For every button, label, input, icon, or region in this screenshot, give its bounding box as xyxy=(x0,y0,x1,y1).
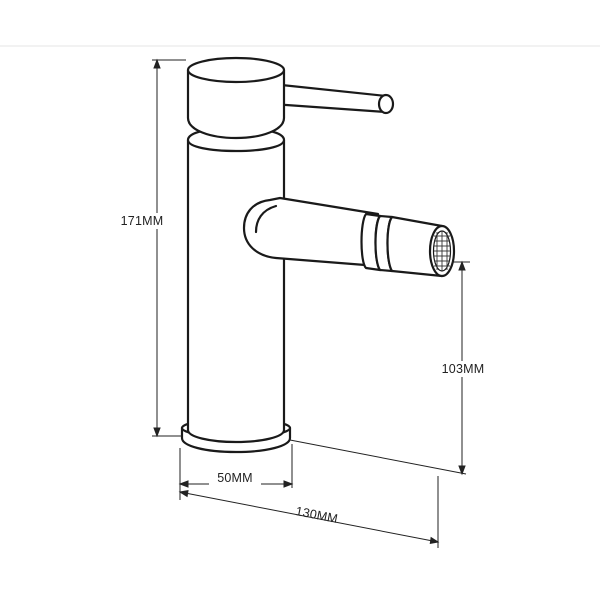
dimension-label-171: 171MM xyxy=(121,214,164,228)
spout-arm xyxy=(242,196,380,268)
dimension-label-50: 50MM xyxy=(217,471,253,485)
dimension-label-130: 130MM xyxy=(294,504,339,526)
faucet-outline xyxy=(180,56,444,454)
cartridge-cap xyxy=(186,56,286,84)
aerator-face xyxy=(428,224,456,278)
label-bg-50 xyxy=(209,470,261,486)
cartridge-body xyxy=(186,68,286,140)
lever-tip xyxy=(377,93,395,115)
label-bg-171 xyxy=(112,213,172,229)
aerator-housing xyxy=(386,215,444,278)
main-column xyxy=(186,138,286,444)
spout-inner-curve xyxy=(254,204,278,234)
dimension-lines xyxy=(152,58,470,548)
label-bg-103 xyxy=(432,361,494,377)
lever-handle xyxy=(270,82,388,114)
dimension-label-103: 103MM xyxy=(442,362,485,376)
